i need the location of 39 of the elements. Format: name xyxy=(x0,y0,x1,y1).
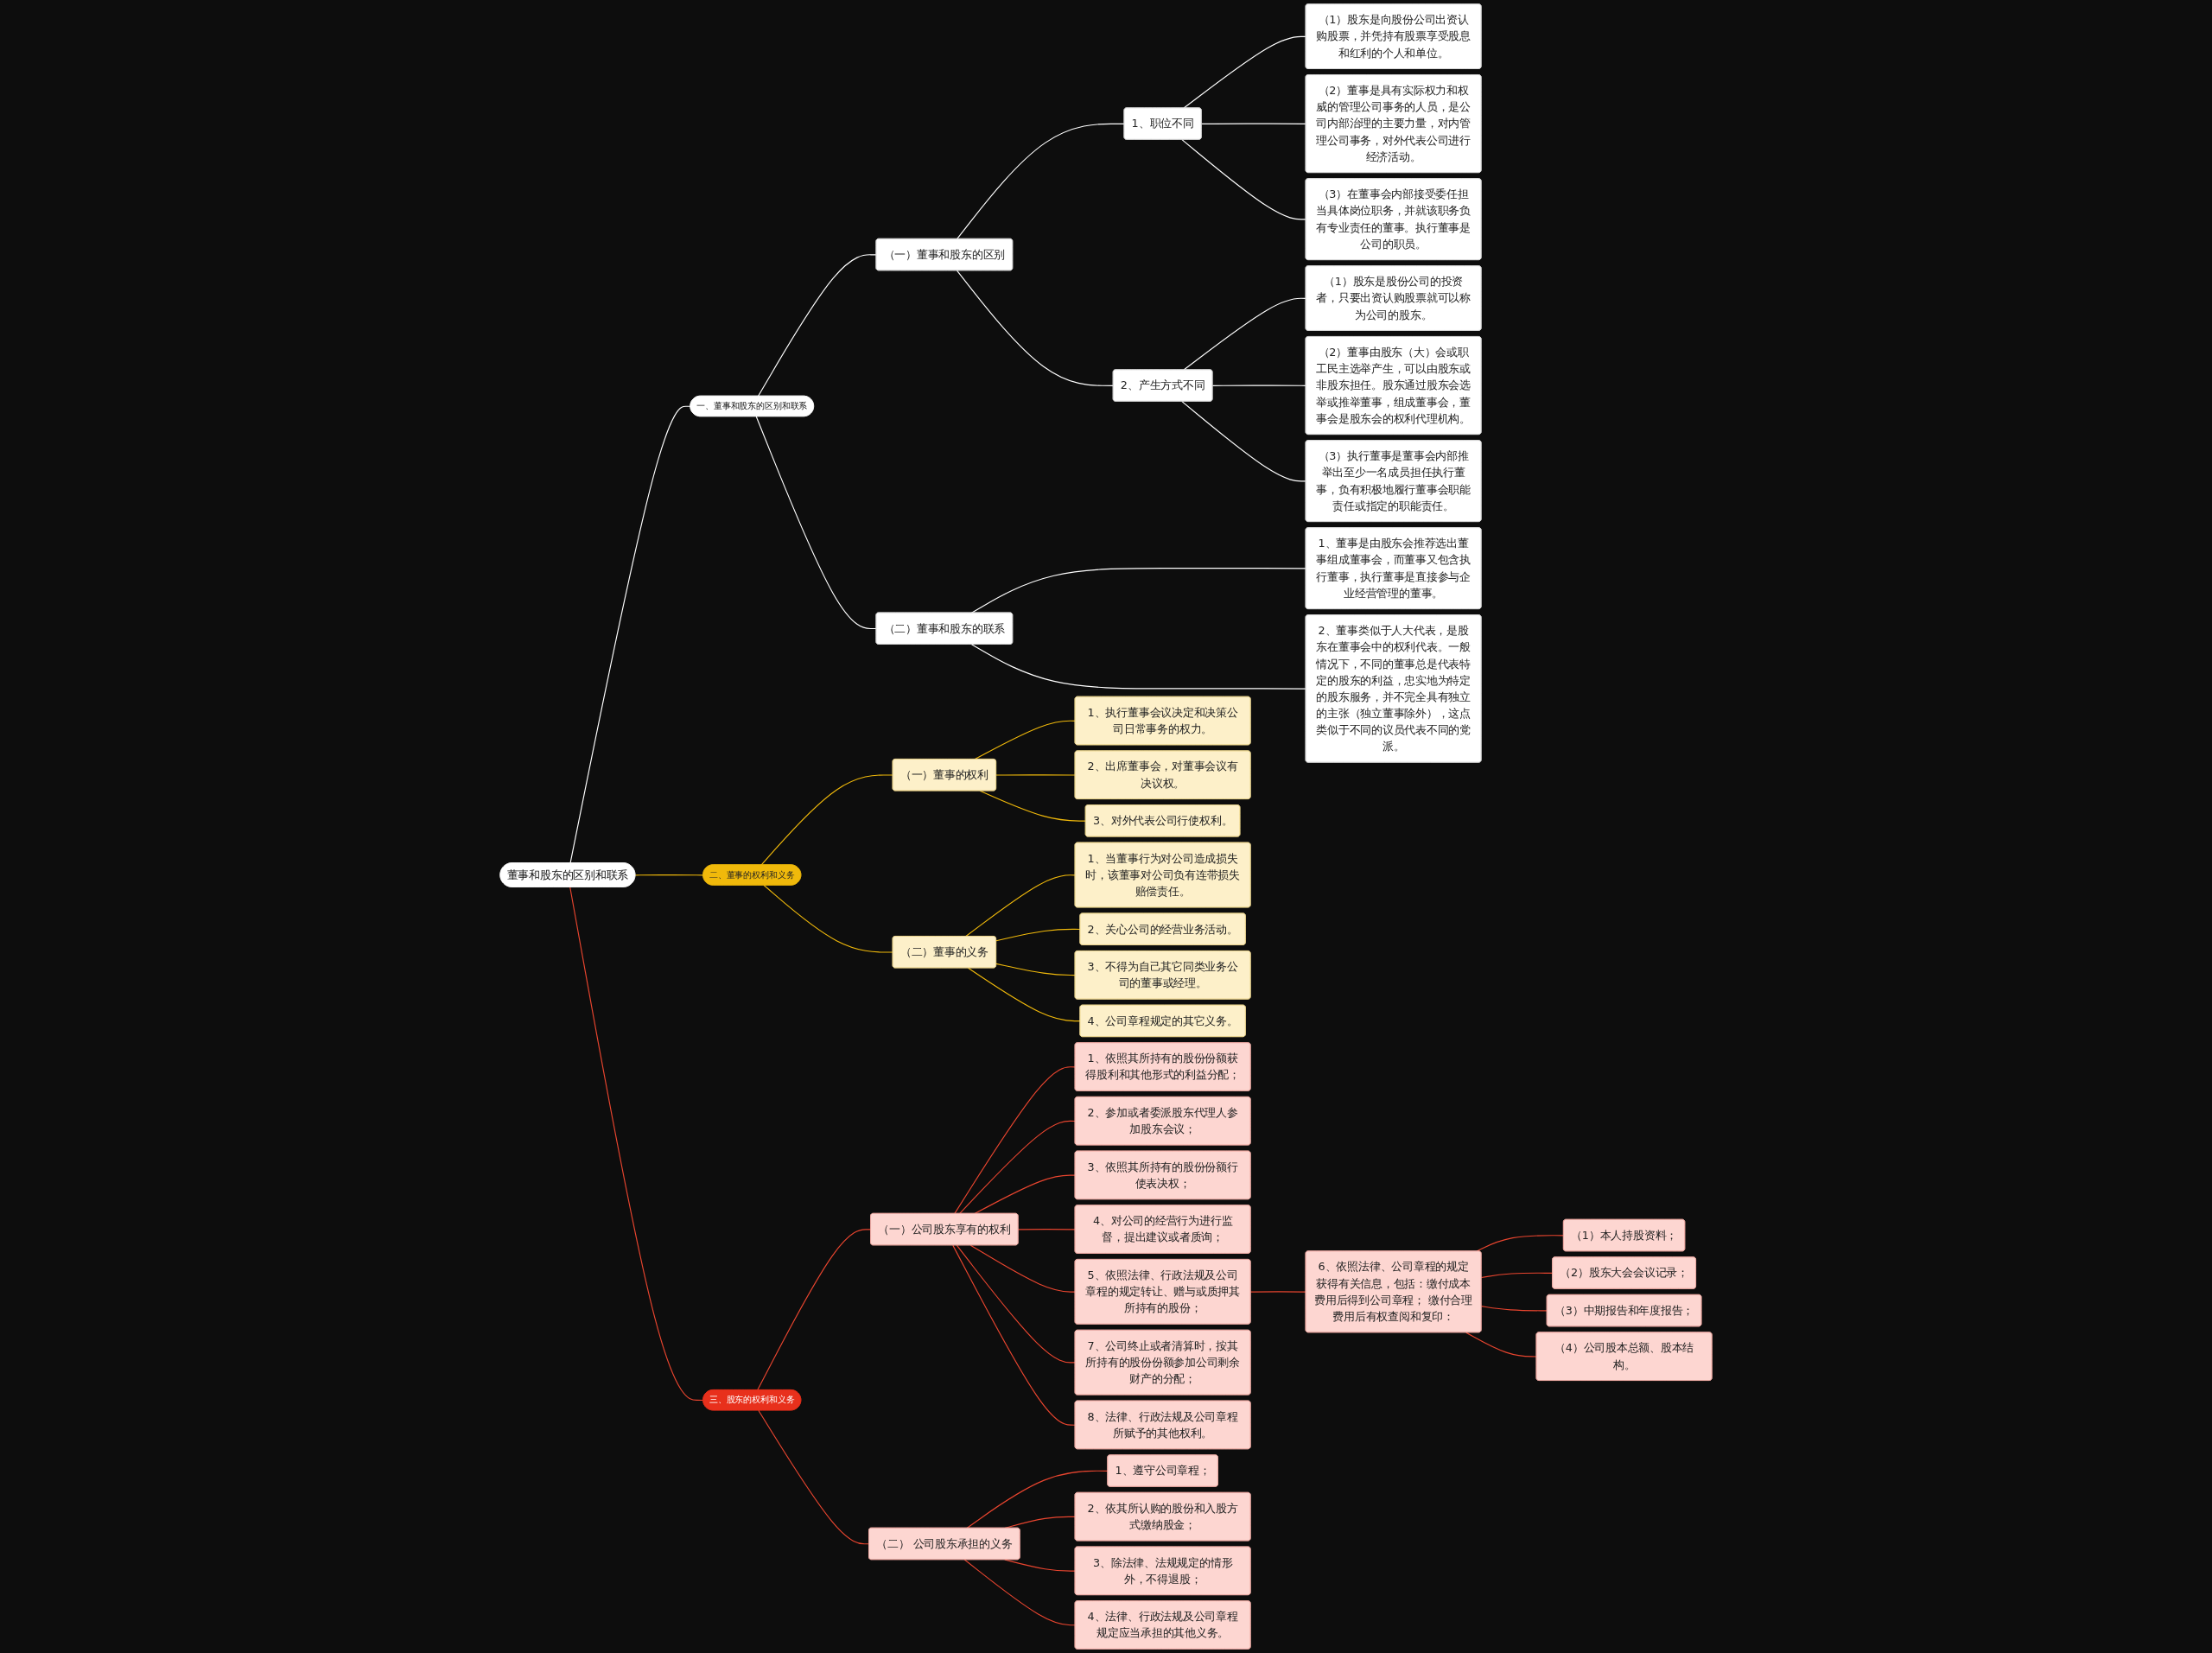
connector xyxy=(1181,401,1306,482)
connector xyxy=(967,967,1081,1022)
connector xyxy=(956,270,1114,386)
connector xyxy=(970,644,1306,690)
connector xyxy=(1017,1229,1076,1230)
connector xyxy=(974,720,1076,760)
connector xyxy=(1480,1272,1554,1279)
connector xyxy=(966,1470,1109,1529)
connector xyxy=(958,1120,1076,1215)
connector xyxy=(1211,385,1306,386)
connector xyxy=(956,123,1125,240)
connector xyxy=(995,928,1081,942)
connector xyxy=(1480,1306,1548,1312)
connector xyxy=(763,884,893,953)
connector xyxy=(634,874,704,876)
connector xyxy=(995,963,1076,976)
connector xyxy=(1201,123,1306,124)
connector xyxy=(1004,1559,1076,1572)
connector xyxy=(758,1409,870,1545)
connector xyxy=(1183,35,1306,109)
connector xyxy=(995,774,1076,776)
connector xyxy=(1183,297,1306,371)
connector xyxy=(1181,139,1306,220)
connector xyxy=(757,1229,872,1391)
connector xyxy=(1476,1235,1565,1252)
connector xyxy=(974,1174,1076,1215)
connector xyxy=(963,1559,1076,1626)
connector xyxy=(956,1244,1076,1364)
connector xyxy=(965,874,1076,938)
connector xyxy=(969,1244,1076,1293)
connector xyxy=(1465,1332,1537,1357)
connector xyxy=(760,774,893,866)
connector xyxy=(569,887,704,1402)
connector xyxy=(1249,1291,1306,1293)
connector xyxy=(952,1244,1076,1426)
connector xyxy=(755,416,877,630)
connector xyxy=(569,405,691,864)
connector xyxy=(954,1066,1076,1215)
connector xyxy=(757,254,877,397)
